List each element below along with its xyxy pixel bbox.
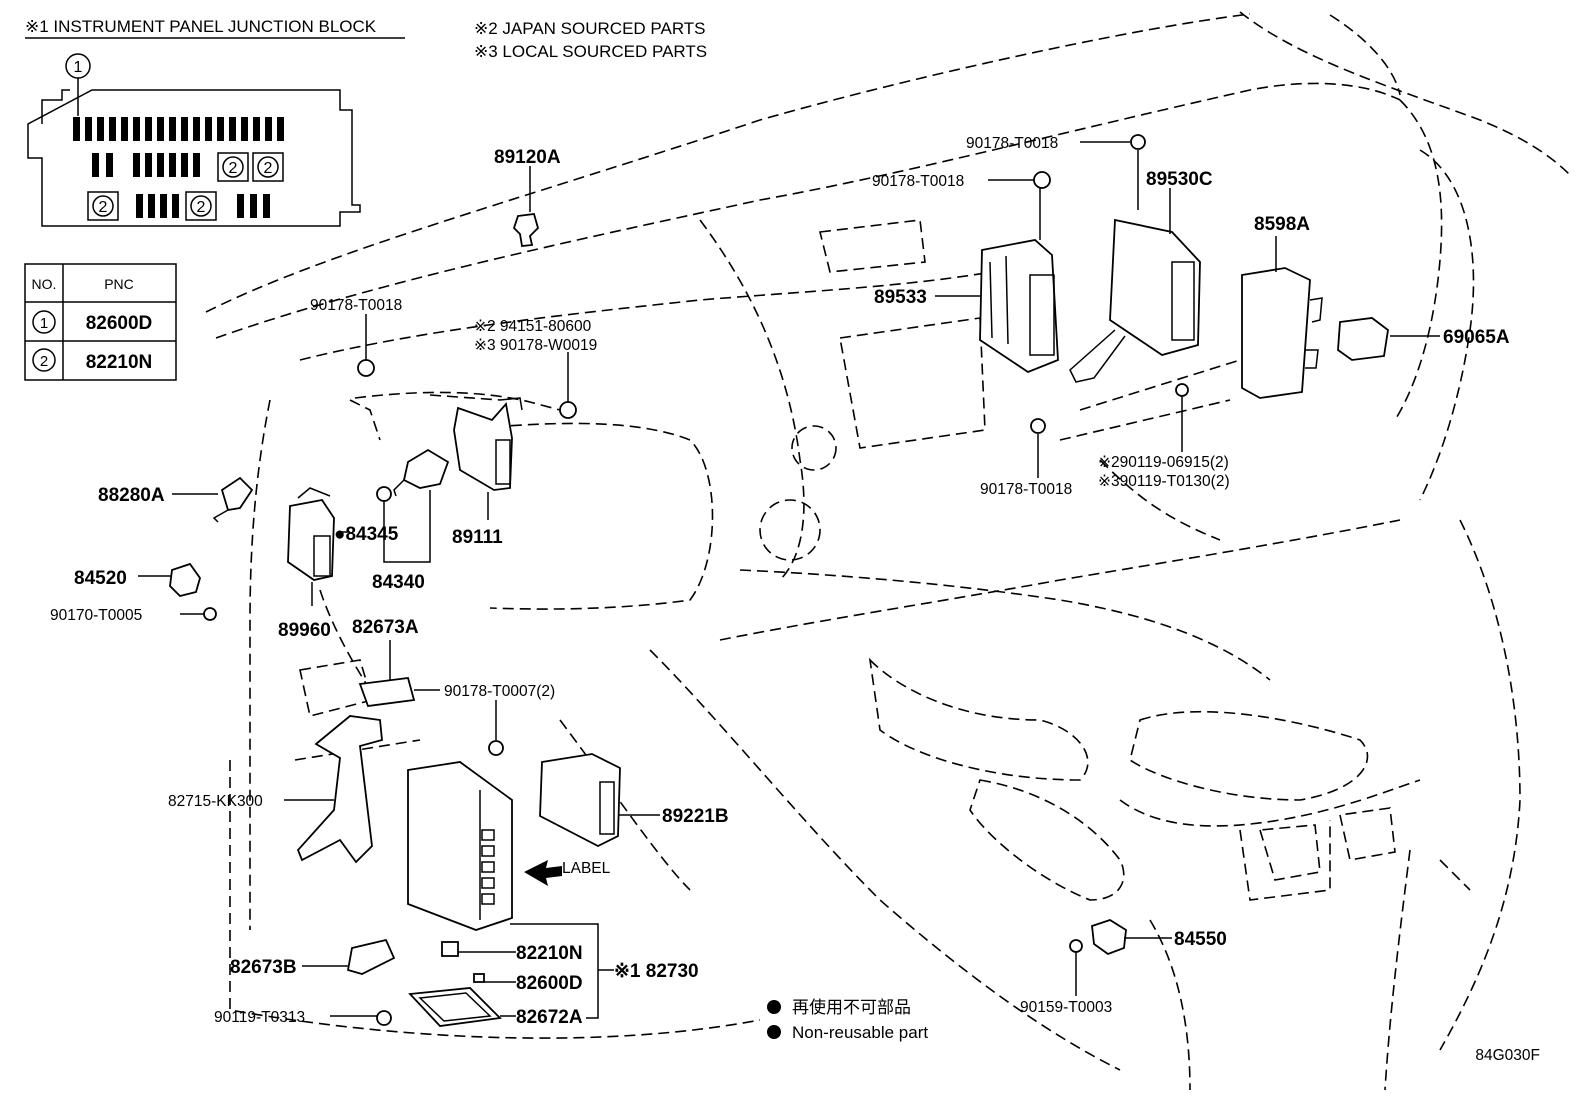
relay-82210N	[441, 941, 459, 957]
cover-82672A	[408, 987, 502, 1027]
label-82673B: 82673B	[230, 957, 297, 978]
leader-lines	[138, 141, 1440, 1019]
label-89221B: 89221B	[662, 806, 729, 827]
label-82673A: 82673A	[352, 617, 419, 638]
label-90119-T0130: ※390119-T0130(2)	[1098, 473, 1230, 490]
bracket-82673B	[346, 938, 396, 975]
label-84520: 84520	[74, 568, 127, 589]
pnc-row2-no: 2	[40, 353, 48, 370]
switch-84520	[169, 562, 201, 597]
label-90178-T0007: 90178-T0007(2)	[444, 683, 555, 700]
note-japan-sourced: ※2 JAPAN SOURCED PARTS	[474, 19, 706, 38]
label-82730: ※1 82730	[614, 961, 699, 982]
junction-callout-2b: 2	[264, 160, 273, 177]
junction-callout-2a: 2	[229, 160, 238, 177]
label-89111: 89111	[452, 527, 503, 548]
junction-callout-2c: 2	[99, 199, 108, 216]
label-90178-T0018-mid: 90178-T0018	[872, 173, 964, 190]
label-90178-W0019: ※3 90178-W0019	[474, 337, 597, 354]
part-labels: 89120A 90178-T0018 90178-T0018 89530C 89…	[50, 135, 1510, 1028]
label-82672A: 82672A	[516, 1007, 583, 1028]
label-89530C: 89530C	[1146, 169, 1213, 190]
label-94151-80600: ※2 94151-80600	[474, 318, 592, 335]
label-69065A: 69065A	[1443, 327, 1510, 348]
pnc-row1-no: 1	[40, 315, 48, 332]
pnc-row1-pnc: 82600D	[86, 313, 153, 334]
clip-89120A	[512, 213, 540, 247]
fuse-82600D	[473, 973, 485, 983]
label-84340: 84340	[372, 572, 425, 593]
label-89960: 89960	[278, 620, 331, 641]
label-90170-T0005: 90170-T0005	[50, 607, 142, 624]
switch-69065A	[1337, 317, 1389, 361]
legend: 再使用不可部品 Non-reusable part	[767, 997, 928, 1042]
pnc-table: NO. PNC 1 82600D 2 82210N	[24, 263, 177, 381]
label-82210N: 82210N	[516, 943, 583, 964]
note-instrument-panel-junction-block: ※1 INSTRUMENT PANEL JUNCTION BLOCK	[25, 17, 377, 36]
junction-callout-1: 1	[74, 59, 83, 76]
legend-japanese: 再使用不可部品	[792, 997, 911, 1017]
bracket-82715-KK300	[296, 715, 383, 864]
figure-id: 84G030F	[1475, 1047, 1540, 1064]
label-8598A: 8598A	[1254, 214, 1310, 235]
junction-block-detail: 1 2 2 2 2	[27, 53, 361, 227]
label-88280A: 88280A	[98, 485, 165, 506]
label-82715-KK300: 82715-KK300	[168, 793, 263, 810]
switch-84340	[393, 448, 450, 497]
switch-84550	[1091, 919, 1127, 956]
label-90178-T0018-top: 90178-T0018	[966, 135, 1058, 152]
pnc-header-no: NO.	[32, 276, 57, 292]
pnc-row2-pnc: 82210N	[86, 352, 153, 373]
label-90178-T0018-right: 90178-T0018	[980, 481, 1072, 498]
bracket-82673A	[358, 677, 416, 707]
pnc-header-pnc: PNC	[104, 276, 134, 292]
label-arrow-label: LABEL	[562, 860, 611, 877]
label-82600D: 82600D	[516, 973, 583, 994]
label-90119-T0313: 90119-T0313	[214, 1009, 305, 1026]
module-89533	[979, 239, 1059, 374]
sensor-89111	[453, 397, 523, 491]
ecu-89530C	[1069, 218, 1201, 383]
label-89533: 89533	[874, 287, 927, 308]
label-89120A: 89120A	[494, 147, 561, 168]
relay-88280A	[212, 476, 254, 523]
note-local-sourced: ※3 LOCAL SOURCED PARTS	[474, 42, 707, 61]
junction-callout-2d: 2	[197, 199, 206, 216]
module-89221B	[539, 753, 621, 848]
label-90159-T0003: 90159-T0003	[1020, 999, 1112, 1016]
junction-block-82730	[407, 761, 513, 931]
module-8598A	[1241, 267, 1323, 399]
legend-english: Non-reusable part	[792, 1023, 928, 1042]
label-90178-T0018-left: 90178-T0018	[310, 297, 402, 314]
label-90119-06915: ※290119-06915(2)	[1098, 454, 1229, 471]
label-84345: ●84345	[334, 524, 399, 545]
label-84550: 84550	[1174, 929, 1227, 950]
sensor-89960	[287, 487, 335, 581]
